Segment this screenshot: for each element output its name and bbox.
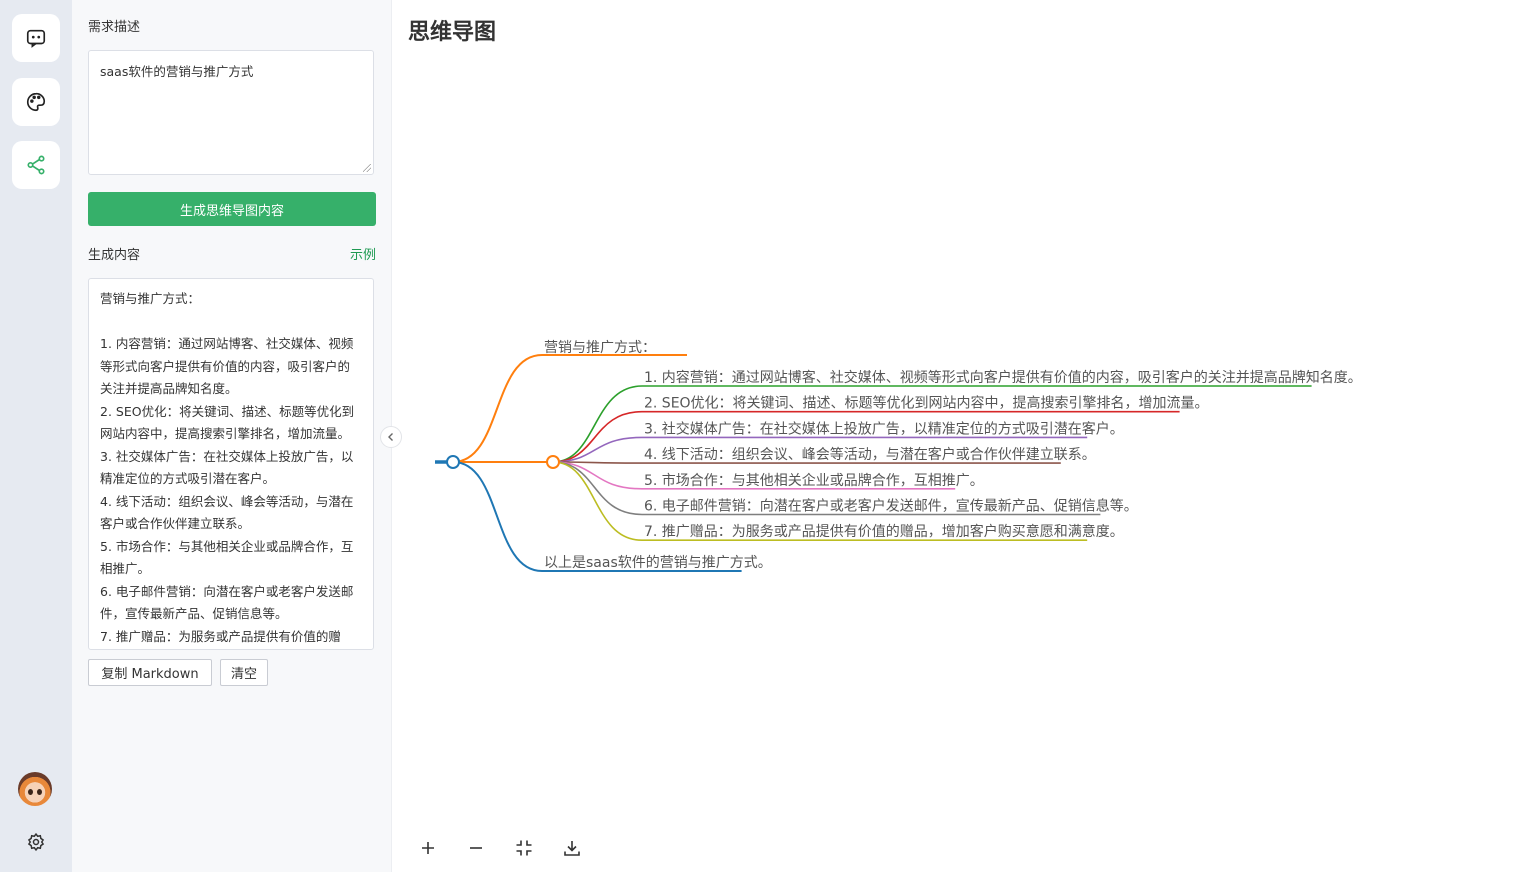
fit-view-icon (516, 840, 532, 856)
mindmap-item-label: 1. 内容营销：通过网站博客、社交媒体、视频等形式向客户提供有价值的内容，吸引客… (644, 369, 1362, 386)
palette-nav-button[interactable] (12, 78, 60, 126)
chevron-left-icon (388, 433, 393, 441)
summary-link (452, 461, 742, 572)
fit-view-button[interactable] (512, 836, 536, 860)
copy-markdown-button[interactable]: 复制 Markdown (88, 659, 212, 686)
mindmap-item-label: 5. 市场合作：与其他相关企业或品牌合作，互相推广。 (644, 472, 984, 489)
root-node (446, 455, 460, 469)
output-textarea[interactable]: 营销与推广方式： 1. 内容营销：通过网站博客、社交媒体、视频等形式向客户提供有… (88, 278, 374, 650)
mindmap-item-label: 6. 电子邮件营销：向潜在客户或老客户发送邮件，宣传最新产品、促销信息等。 (644, 498, 1138, 515)
collapse-panel-button[interactable] (380, 426, 402, 448)
mindmap-item-link (552, 410, 1180, 463)
mindmap-item-label: 7. 推广赠品：为服务或产品提供有价值的赠品，增加客户购买意愿和满意度。 (644, 523, 1124, 540)
mindmap-item-label: 2. SEO优化：将关键词、描述、标题等优化到网站内容中，提高搜索引擎排名，增加… (644, 395, 1209, 412)
output-label: 生成内容 (88, 248, 141, 263)
gear-icon[interactable] (26, 832, 46, 852)
requirement-textarea[interactable]: saas软件的营销与推广方式 (88, 50, 374, 175)
clear-button[interactable]: 清空 (220, 659, 268, 686)
download-icon (564, 841, 580, 856)
example-link[interactable]: 示例 (349, 248, 376, 263)
zoom-out-button[interactable] (464, 836, 488, 860)
mindmap-item-link (552, 436, 1088, 463)
zoom-in-icon (422, 842, 434, 854)
mindmap-item-link (552, 461, 956, 490)
page-title: 思维导图 (408, 20, 497, 45)
zoom-out-icon (470, 847, 482, 849)
mindmap-canvas[interactable]: 营销与推广方式： 以上是saas软件的营销与推广方式。 1. 内容营销：通过网站博客… (392, 0, 1534, 872)
mindmap-item-link (552, 461, 1101, 516)
chat-icon (26, 29, 46, 48)
control-panel: 需求描述 saas软件的营销与推广方式 生成思维导图内容 生成内容 示例 营销与… (72, 0, 392, 872)
mindmap-nav-button[interactable] (12, 141, 60, 189)
palette-icon (27, 92, 46, 112)
requirement-label: 需求描述 (88, 20, 141, 35)
mindmap-item-link (552, 461, 1061, 464)
branch-node (546, 455, 560, 469)
download-button[interactable] (560, 836, 584, 860)
mindmap-item-label: 4. 线下活动：组织会议、峰会等活动，与潜在客户或合作伙伴建立联系。 (644, 446, 1096, 463)
app-rail (0, 0, 72, 872)
chat-nav-button[interactable] (12, 14, 60, 62)
zoom-in-button[interactable] (416, 836, 440, 860)
generate-mindmap-button[interactable]: 生成思维导图内容 (88, 192, 376, 226)
branch-title-link (452, 354, 687, 463)
mindmap-item-link (552, 385, 1312, 463)
mindmap-item-link (552, 461, 1088, 541)
summary-label: 以上是saas软件的营销与推广方式。 (544, 555, 772, 571)
mindmap-item-label: 3. 社交媒体广告：在社交媒体上投放广告，以精准定位的方式吸引潜在客户。 (644, 420, 1124, 437)
branch-title-label: 营销与推广方式： (544, 340, 656, 356)
mindmap-icon (27, 155, 45, 175)
user-avatar[interactable] (18, 772, 52, 806)
